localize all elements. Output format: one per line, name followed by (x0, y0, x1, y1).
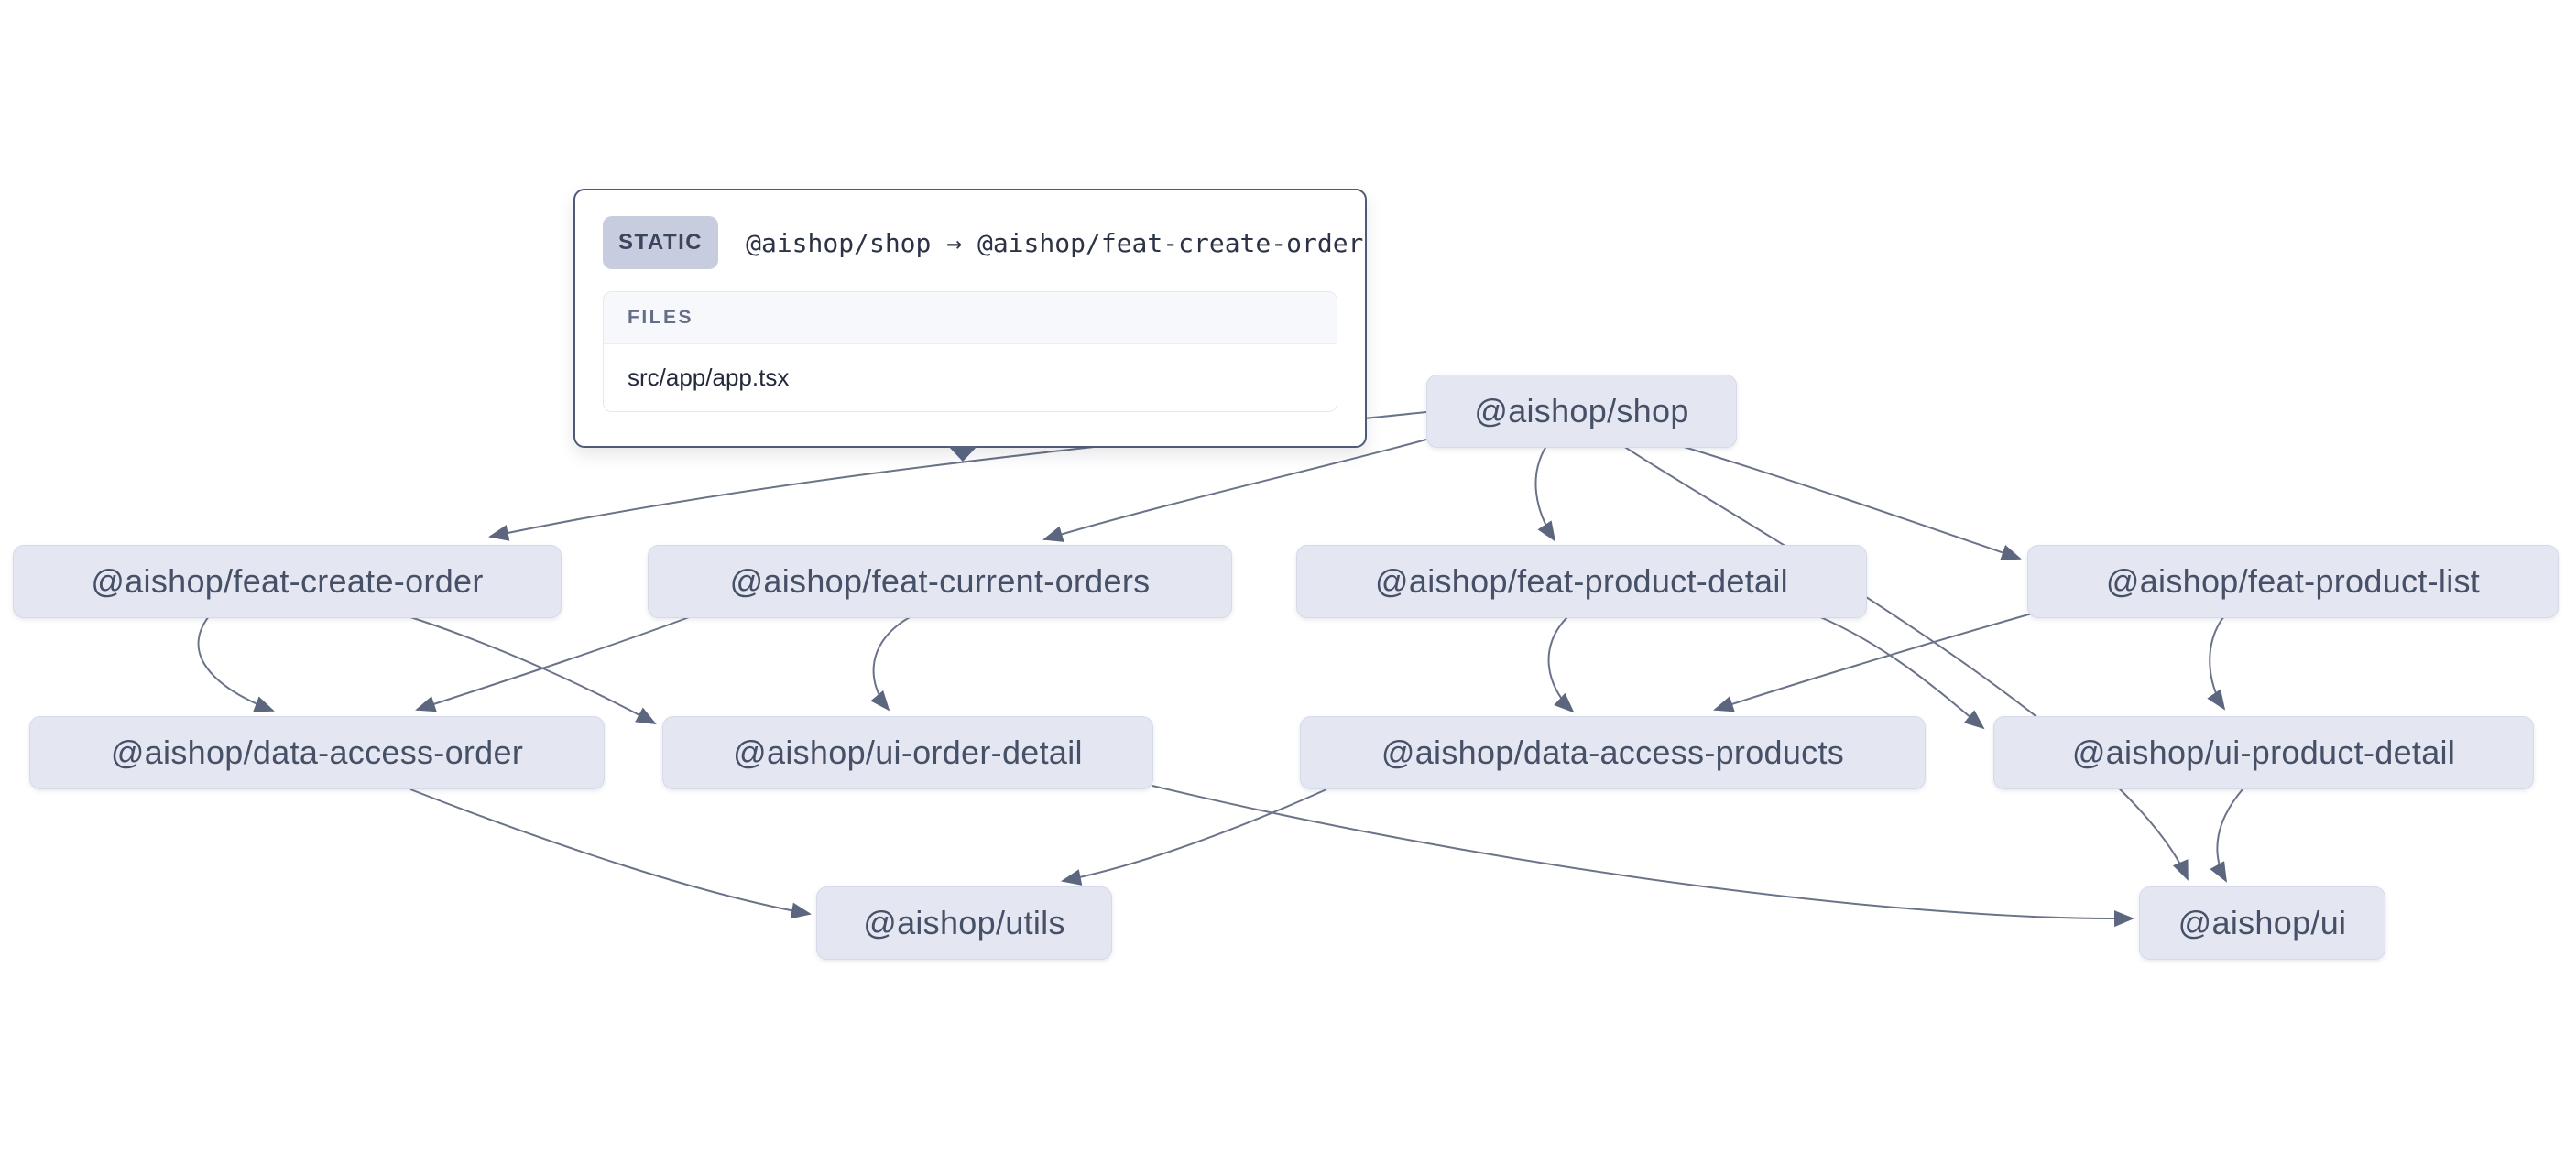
graph-node-ui[interactable]: @aishop/ui (2139, 886, 2385, 960)
edge-feat-product-detail-to-data-access-products[interactable] (1547, 615, 1575, 713)
edge-tooltip: STATIC @aishop/shop → @aishop/feat-creat… (573, 189, 1367, 462)
edge-shop-to-feat-current-orders[interactable] (1042, 439, 1427, 542)
graph-node-ui-order-detail[interactable]: @aishop/ui-order-detail (662, 716, 1153, 789)
files-label: FILES (628, 307, 694, 328)
graph-node-feat-current-orders[interactable]: @aishop/feat-current-orders (648, 545, 1232, 618)
graph-node-feat-product-detail[interactable]: @aishop/feat-product-detail (1296, 545, 1867, 618)
edge-ui-product-detail-to-ui[interactable] (2210, 788, 2243, 883)
edge-shop-to-feat-product-detail[interactable] (1534, 445, 1556, 542)
edge-shop-to-ui[interactable] (1622, 445, 2189, 881)
file-row: src/app/app.tsx (604, 344, 1337, 411)
graph-node-utils[interactable]: @aishop/utils (816, 886, 1112, 960)
tooltip-caret (948, 446, 977, 462)
files-panel-header: FILES (604, 292, 1337, 344)
edge-type-badge: STATIC (603, 216, 719, 269)
edge-feat-current-orders-to-data-access-order[interactable] (415, 615, 693, 712)
graph-node-feat-create-order[interactable]: @aishop/feat-create-order (13, 545, 562, 618)
tooltip-header: STATIC @aishop/shop → @aishop/feat-creat… (603, 216, 1363, 269)
graph-node-data-access-products[interactable]: @aishop/data-access-products (1300, 716, 1926, 789)
tooltip-files-panel: FILES src/app/app.tsx (603, 291, 1337, 412)
edge-shop-to-feat-product-list[interactable] (1680, 445, 2022, 560)
edge-feat-current-orders-to-ui-order-detail[interactable] (870, 615, 912, 712)
edge-data-access-products-to-utils[interactable] (1061, 788, 1327, 886)
tooltip-edge-title: @aishop/shop → @aishop/feat-create-order (746, 227, 1364, 258)
edge-feat-product-detail-to-ui-product-detail[interactable] (1817, 615, 1985, 730)
edge-feat-product-list-to-ui-product-detail[interactable] (2207, 615, 2226, 711)
graph-node-data-access-order[interactable]: @aishop/data-access-order (29, 716, 605, 789)
edge-ui-order-detail-to-ui[interactable] (1152, 785, 2134, 928)
edge-data-access-order-to-utils[interactable] (409, 788, 812, 919)
edge-feat-product-list-to-data-access-products[interactable] (1713, 613, 2033, 712)
graph-node-ui-product-detail[interactable]: @aishop/ui-product-detail (1993, 716, 2534, 789)
edge-feat-create-order-to-data-access-order[interactable] (197, 615, 275, 712)
graph-node-shop[interactable]: @aishop/shop (1426, 375, 1737, 448)
edge-feat-create-order-to-ui-order-detail[interactable] (407, 615, 657, 724)
graph-node-feat-product-list[interactable]: @aishop/feat-product-list (2027, 545, 2559, 618)
